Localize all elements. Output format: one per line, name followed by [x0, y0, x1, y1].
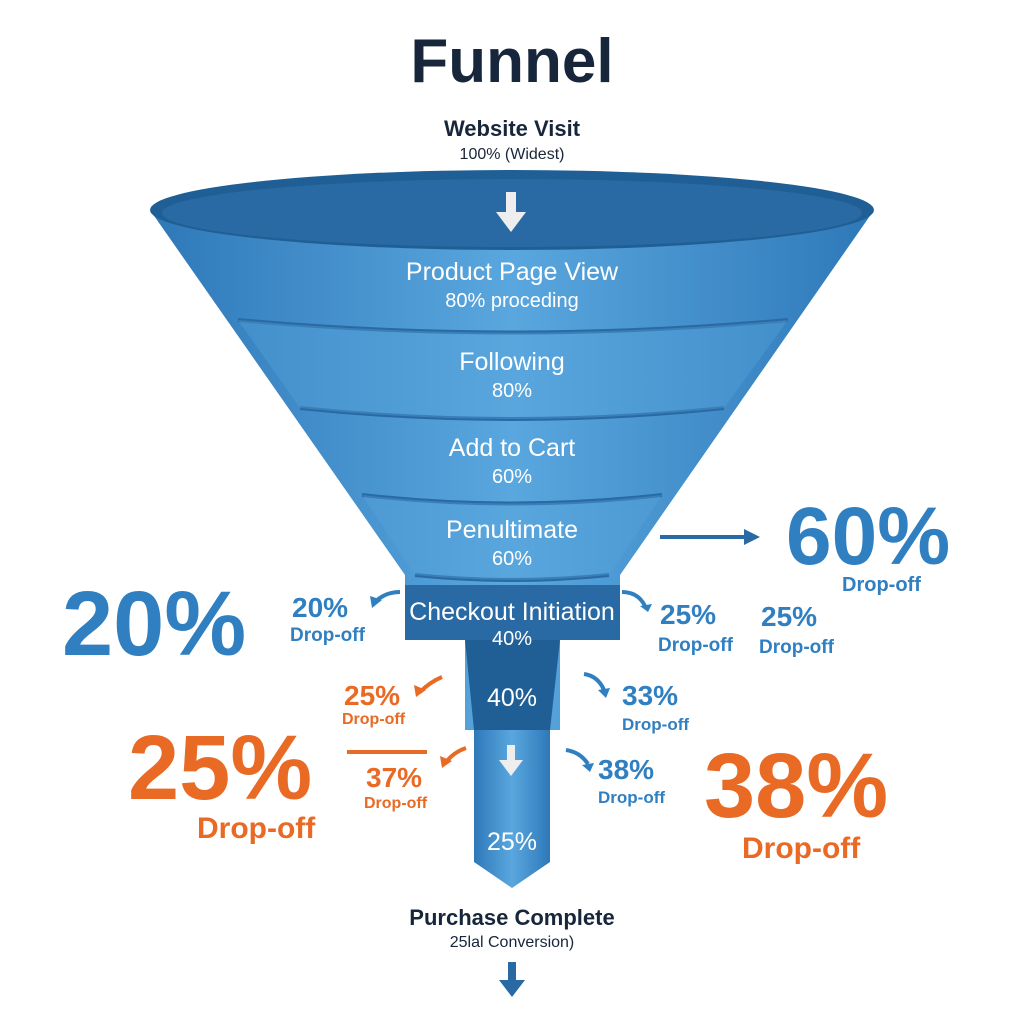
dropoff-value: 38% [598, 754, 655, 785]
stage-label: Add to Cart [448, 434, 576, 462]
dropoff-text: Drop-off [290, 625, 365, 646]
down-arrow-icon [499, 745, 523, 776]
dropoff-text: Drop-off [197, 812, 316, 845]
band-separator [237, 318, 789, 335]
right-arrow-icon [660, 529, 760, 545]
dropoff-value: 20% [62, 573, 247, 675]
neck-40 [465, 640, 560, 730]
dropoff-text: Drop-off [759, 637, 834, 658]
curved-arrow-head [370, 596, 382, 608]
curved-arrow-head [582, 763, 594, 772]
band-shade [362, 495, 662, 580]
dropoff-text: Drop-off [342, 711, 406, 728]
dropoff-text: Drop-off [658, 635, 733, 656]
band-separator [361, 493, 663, 506]
curved-arrow-head [640, 604, 652, 612]
stage-sub: 60% [491, 548, 533, 570]
page-title: Funnel [410, 27, 614, 96]
dropoff-value: 25% [128, 717, 313, 819]
curved-arrow-icon [621, 590, 647, 607]
dropoff-value: 25% [344, 680, 401, 711]
stage-top-sub: 100% (Widest) [459, 146, 565, 163]
dropoff-text: Drop-off [364, 795, 428, 812]
stage-sub: 60% [491, 466, 533, 488]
down-arrow-icon [499, 962, 525, 997]
curved-arrow-head [440, 756, 452, 768]
dropoff-value: 33% [622, 680, 679, 711]
stage-bottom-sub: 25lal Conversion) [449, 934, 575, 951]
stage-sub: 80% [491, 380, 533, 402]
funnel-cone [150, 210, 874, 730]
dropoff-value: 25% [761, 601, 818, 632]
dropoff-value: 38% [704, 735, 889, 837]
dropoff-value: 37% [366, 762, 423, 793]
tip-25 [474, 730, 550, 888]
dropoff-value: 20% [292, 592, 349, 623]
checkout-block [405, 585, 620, 640]
dropoff-text: Drop-off [742, 832, 861, 865]
stage-label: Penultimate [445, 516, 579, 544]
stage-top-label: Website Visit [443, 116, 581, 141]
curved-arrow-icon [565, 748, 590, 766]
band-separator [414, 573, 610, 582]
stage-label: Checkout Initiation [409, 598, 615, 626]
down-arrow-icon [496, 192, 526, 232]
dropoff-value: 60% [786, 491, 951, 582]
curved-arrow-icon [583, 672, 606, 691]
stage-sub: 40% [491, 628, 533, 650]
band-shade [238, 320, 788, 419]
dropoff-text: Drop-off [622, 715, 690, 734]
divider-line [347, 750, 427, 754]
stage-label: 25% [486, 828, 538, 856]
curved-arrow-head [598, 688, 610, 698]
stage-sub: 80% proceding [445, 290, 579, 312]
band-separator [299, 406, 725, 421]
stage-label: 40% [486, 684, 538, 712]
dropoff-text: Drop-off [598, 788, 666, 807]
dropoff-text: Drop-off [842, 574, 921, 596]
stage-label: Product Page View [405, 258, 619, 286]
stage-bottom-label: Purchase Complete [409, 905, 615, 930]
curved-arrow-head [414, 685, 426, 697]
dropoff-value: 25% [660, 599, 717, 630]
stage-label: Following [459, 348, 565, 376]
